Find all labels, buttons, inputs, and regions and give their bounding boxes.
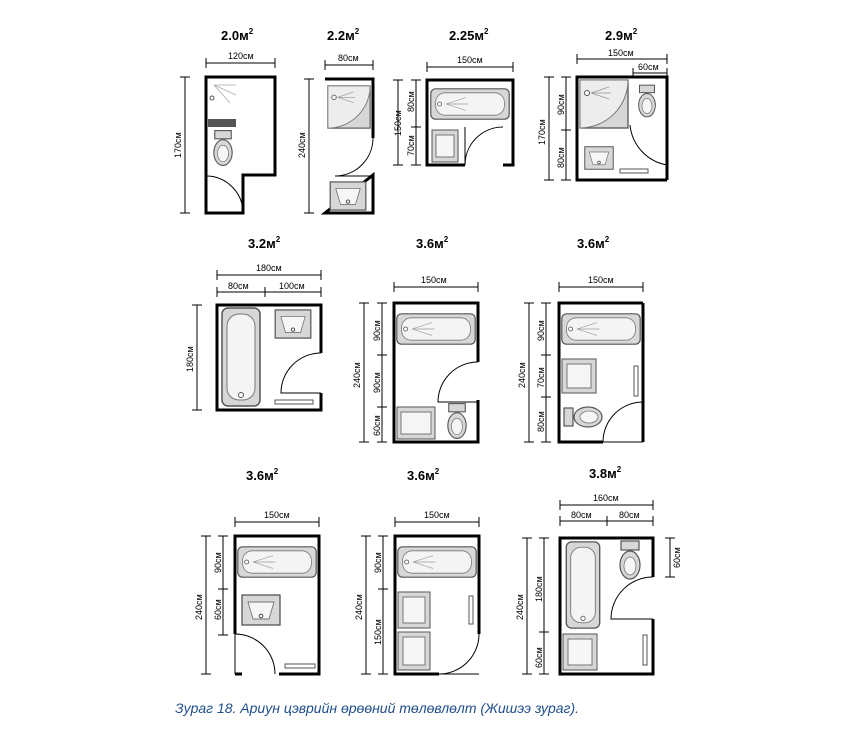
plan-2: 2.2м2 80см 240см bbox=[297, 27, 375, 215]
plan-1-area: 2.0м2 bbox=[221, 27, 254, 43]
plan-6: 3.6м2 150см 240см 90см 90см 60см bbox=[352, 235, 480, 444]
plan-9-dim-height: 240см bbox=[354, 594, 364, 620]
plan-5-dim-b: 100см bbox=[279, 281, 305, 291]
plan-8-area: 3.6м2 bbox=[246, 467, 279, 483]
plan-2-dim-width: 80см bbox=[338, 53, 359, 63]
plan-5: 3.2м2 180см 80см 100см 180см bbox=[185, 235, 323, 412]
plan-7-dim-width: 150см bbox=[588, 275, 614, 285]
plan-9-dim-a: 90см bbox=[373, 552, 383, 573]
plan-1: 2.0м2 120см 170см bbox=[173, 27, 277, 215]
plan-8-dim-width: 150см bbox=[264, 510, 290, 520]
plan-10-dim-d: 60см bbox=[534, 647, 544, 668]
plan-10-dim-height: 240см bbox=[515, 594, 525, 620]
plan-10-dim-b: 80см bbox=[619, 510, 640, 520]
plan-3-dim-b: 70см bbox=[406, 135, 416, 156]
plan-4-dim-c: 90см bbox=[556, 94, 566, 115]
plan-3-area: 2.25м2 bbox=[449, 27, 489, 43]
plan-3: 2.25м2 150см 150см 80см 70см bbox=[393, 27, 515, 167]
plan-3-dim-width: 150см bbox=[457, 55, 483, 65]
plan-5-dim-a: 80см bbox=[228, 281, 249, 291]
plan-10-dim-c: 180см bbox=[534, 576, 544, 602]
plan-7: 3.6м2 150см 240см 90см 70см 80см bbox=[517, 235, 645, 444]
plan-2-dim-height: 240см bbox=[297, 132, 307, 158]
plan-8-dim-height: 240см bbox=[194, 594, 204, 620]
plan-3-dim-height: 150см bbox=[393, 110, 403, 136]
plan-3-dim-a: 80см bbox=[406, 91, 416, 112]
plan-4-dim-width: 150см bbox=[608, 48, 634, 58]
plan-1-dim-height: 170см bbox=[173, 132, 183, 158]
plan-5-dim-width: 180см bbox=[256, 263, 282, 273]
plan-9-dim-b: 150см bbox=[373, 619, 383, 645]
plan-4-area: 2.9м2 bbox=[605, 27, 638, 43]
plan-6-dim-c: 60см bbox=[372, 415, 382, 436]
plan-8-dim-b: 60см bbox=[213, 599, 223, 620]
plan-9-dim-width: 150см bbox=[424, 510, 450, 520]
plan-7-dim-c: 80см bbox=[536, 411, 546, 432]
plan-4-dim-height: 170см bbox=[537, 119, 547, 145]
figure-caption: Зураг 18. Ариун цэврийн өрөөний төлөвлөл… bbox=[175, 700, 580, 716]
plan-2-area: 2.2м2 bbox=[327, 27, 360, 43]
plan-10-dim-width: 160см bbox=[593, 493, 619, 503]
plan-6-dim-width: 150см bbox=[421, 275, 447, 285]
plan-4-dim-b: 60см bbox=[638, 62, 659, 72]
plan-4: 2.9м2 150см 60см 170см 90см 80см bbox=[537, 27, 669, 182]
plan-10: 3.8м2 160см 80см 80см 240см 180см 60см 6… bbox=[515, 465, 682, 676]
plan-8-dim-a: 90см bbox=[213, 552, 223, 573]
plan-5-dim-height: 180см bbox=[185, 346, 195, 372]
plan-10-area: 3.8м2 bbox=[589, 465, 622, 481]
plan-9-area: 3.6м2 bbox=[407, 467, 440, 483]
plan-6-area: 3.6м2 bbox=[416, 235, 449, 251]
plan-1-dim-width: 120см bbox=[228, 51, 254, 61]
plan-7-dim-a: 90см bbox=[536, 320, 546, 341]
plan-6-dim-height: 240см bbox=[352, 362, 362, 388]
plan-9: 3.6м2 150см 240см 90см 150см bbox=[354, 467, 481, 676]
plan-5-area: 3.2м2 bbox=[248, 235, 281, 251]
plan-10-dim-a: 80см bbox=[571, 510, 592, 520]
plan-4-dim-d: 80см bbox=[556, 147, 566, 168]
plan-8: 3.6м2 150см 240см 90см 60см bbox=[194, 467, 321, 676]
plan-7-area: 3.6м2 bbox=[577, 235, 610, 251]
plan-7-dim-b: 70см bbox=[536, 367, 546, 388]
plan-7-dim-height: 240см bbox=[517, 362, 527, 388]
plan-6-dim-a: 90см bbox=[372, 320, 382, 341]
plan-10-dim-e: 60см bbox=[672, 547, 682, 568]
plan-6-dim-b: 90см bbox=[372, 372, 382, 393]
